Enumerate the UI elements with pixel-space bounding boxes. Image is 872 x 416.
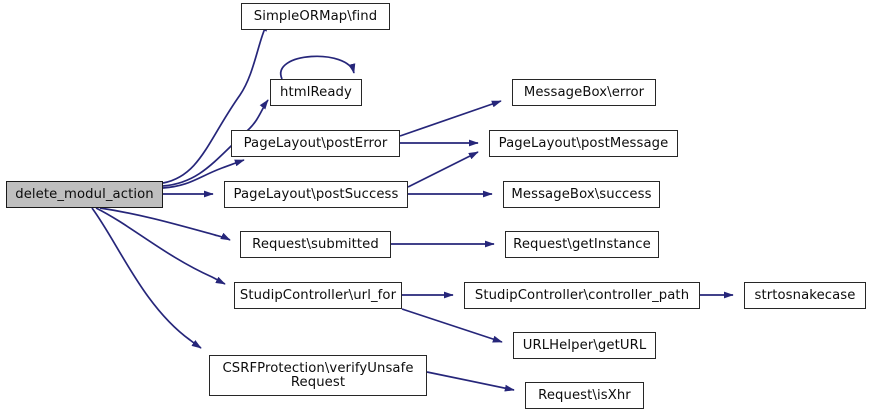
graph-node-postsuccess[interactable]: PageLayout\postSuccess (224, 181, 408, 208)
graph-edge-htmlReady-to-htmlReady (279, 55, 356, 80)
graph-node-label: CSRFProtection\verifyUnsafe Request (222, 360, 414, 390)
graph-node-urlfor[interactable]: StudipController\url_for (234, 282, 402, 309)
graph-node-label: strtosnakecase (754, 287, 856, 303)
graph-node-label: StudipController\url_for (239, 287, 397, 303)
graph-node-getinstance[interactable]: Request\getInstance (505, 231, 659, 258)
graph-node-geturl[interactable]: URLHelper\getURL (513, 332, 656, 359)
graph-node-label: PageLayout\postSuccess (233, 186, 399, 202)
graph-edge-root-to-postError (162, 159, 245, 189)
graph-node-find[interactable]: SimpleORMap\find (241, 3, 390, 30)
graph-node-label: MessageBox\error (523, 84, 645, 100)
graph-node-label: StudipController\controller_path (474, 287, 690, 303)
graph-node-msgsuccess[interactable]: MessageBox\success (503, 181, 660, 208)
graph-node-msgerror[interactable]: MessageBox\error (512, 79, 656, 106)
graph-node-root[interactable]: delete_modul_action (6, 181, 163, 208)
graph-edge-postSuccess-to-postMessage (407, 151, 479, 188)
graph-node-snakecase[interactable]: strtosnakecase (744, 282, 866, 309)
graph-node-isxhr[interactable]: Request\isXhr (525, 382, 644, 409)
graph-edge-root-to-find (162, 21, 269, 184)
graph-edge-root-to-urlFor (95, 207, 226, 285)
graph-node-submitted[interactable]: Request\submitted (240, 231, 391, 258)
graph-node-label: PageLayout\postMessage (498, 135, 669, 151)
graph-node-label: SimpleORMap\find (253, 8, 378, 24)
graph-node-label: delete_modul_action (15, 186, 154, 202)
graph-edge-urlFor-to-getUrl (401, 308, 503, 343)
graph-node-label: Request\isXhr (538, 387, 631, 403)
graph-edge-csrf-to-isXhr (426, 371, 515, 392)
graph-node-label: Request\getInstance (513, 236, 651, 252)
graph-node-postmessage[interactable]: PageLayout\postMessage (489, 130, 678, 157)
graph-edge-root-to-submitted (99, 207, 231, 241)
graph-node-csrf[interactable]: CSRFProtection\verifyUnsafe Request (209, 355, 427, 396)
graph-node-label: URLHelper\getURL (522, 337, 647, 353)
graph-edge-root-to-csrf (91, 207, 202, 349)
graph-node-htmlready[interactable]: htmlReady (270, 79, 362, 106)
graph-edge-postError-to-msgError (399, 100, 502, 137)
graph-node-label: Request\submitted (252, 236, 379, 252)
graph-node-label: htmlReady (280, 84, 352, 100)
graph-node-posterror[interactable]: PageLayout\postError (231, 130, 400, 157)
graph-node-label: MessageBox\success (511, 186, 652, 202)
graph-node-controllerpath[interactable]: StudipController\controller_path (464, 282, 700, 309)
graph-node-label: PageLayout\postError (243, 135, 388, 151)
